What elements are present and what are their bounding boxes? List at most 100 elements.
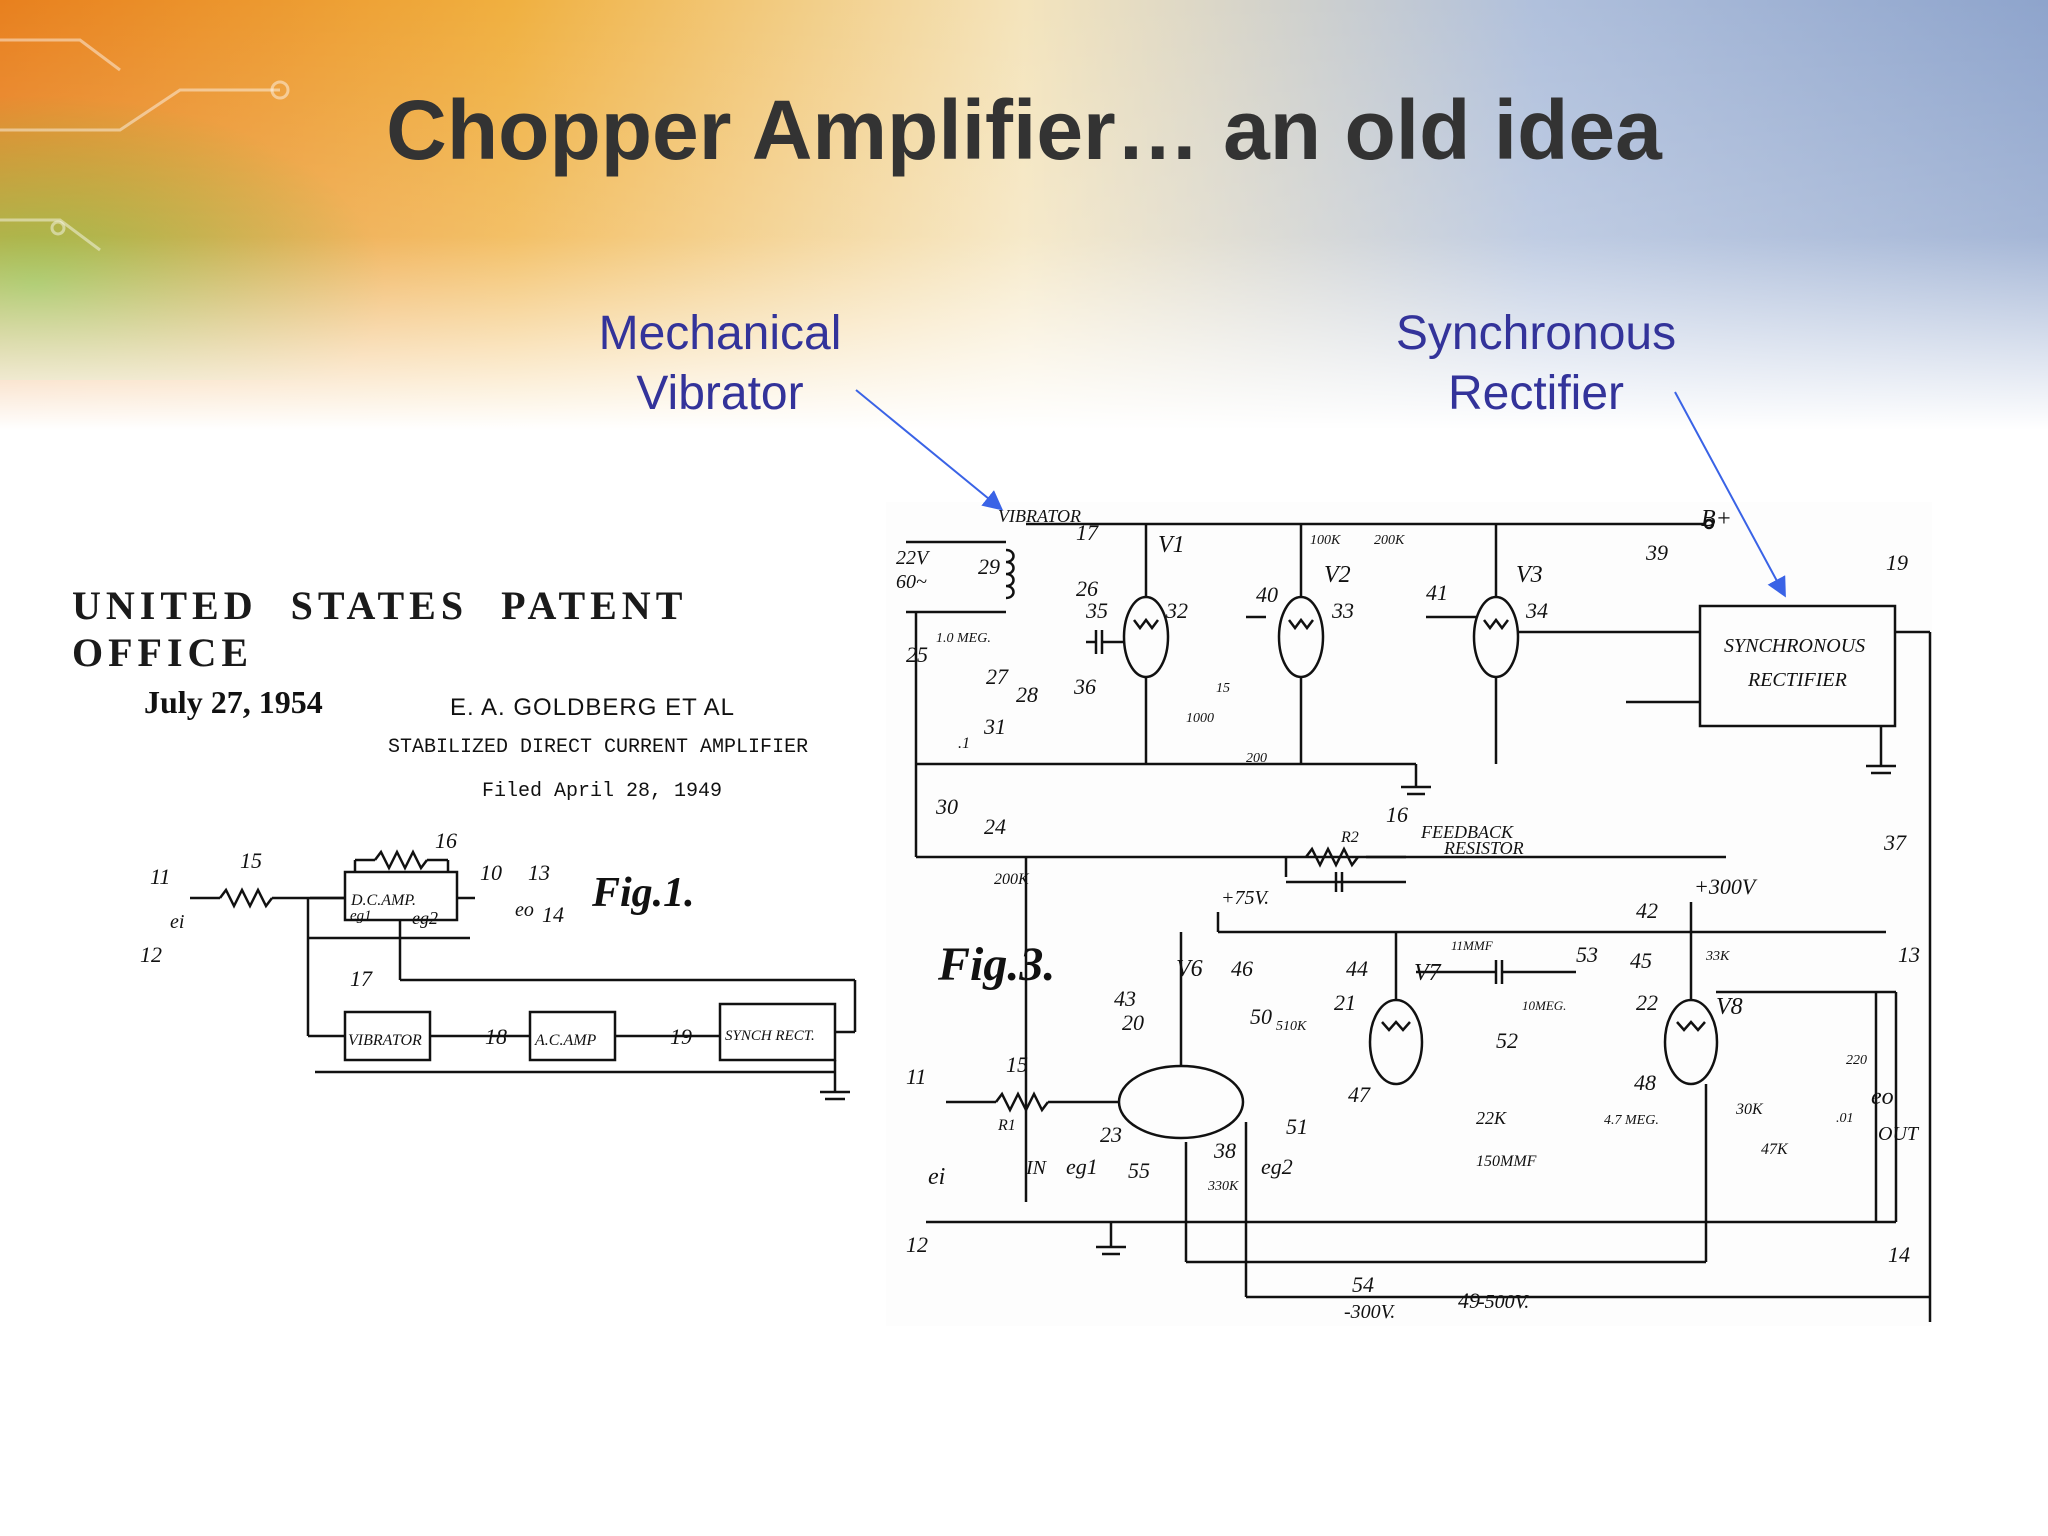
svg-text:SYNCH RECT.: SYNCH RECT. — [725, 1028, 815, 1044]
svg-text:35: 35 — [1085, 598, 1108, 623]
svg-text:45: 45 — [1630, 948, 1652, 973]
svg-text:330K: 330K — [1207, 1179, 1239, 1194]
svg-text:21: 21 — [1334, 990, 1356, 1015]
svg-text:49: 49 — [1458, 1288, 1480, 1313]
svg-text:510K: 510K — [1276, 1019, 1307, 1034]
svg-text:20: 20 — [1122, 1010, 1144, 1035]
slide-title: Chopper Amplifier… an old idea — [386, 83, 1662, 177]
svg-text:OUT: OUT — [1878, 1123, 1920, 1145]
svg-text:Fig.1.: Fig.1. — [591, 870, 695, 916]
patent-office-header: UNITED STATES PATENT OFFICE — [72, 578, 852, 675]
svg-text:40: 40 — [1256, 582, 1278, 607]
svg-text:R1: R1 — [997, 1117, 1016, 1134]
svg-text:36: 36 — [1073, 674, 1096, 699]
svg-text:eo: eo — [515, 899, 534, 921]
svg-text:15: 15 — [1006, 1052, 1028, 1077]
svg-text:31: 31 — [983, 714, 1006, 739]
svg-text:V3: V3 — [1516, 562, 1543, 588]
svg-text:13: 13 — [528, 860, 550, 885]
svg-text:eg2: eg2 — [412, 908, 438, 928]
svg-text:VIBRATOR: VIBRATOR — [348, 1032, 422, 1049]
svg-text:16: 16 — [435, 828, 457, 853]
svg-text:30: 30 — [935, 794, 958, 819]
svg-text:14: 14 — [542, 902, 564, 927]
svg-text:30K: 30K — [1735, 1101, 1764, 1118]
svg-text:18: 18 — [485, 1024, 507, 1049]
callout-synchronous-rectifier: Synchronous Rectifier — [1366, 304, 1706, 424]
svg-text:Fig.3.: Fig.3. — [937, 938, 1055, 991]
callout-line: Rectifier — [1447, 367, 1625, 420]
svg-text:13: 13 — [1898, 942, 1920, 967]
callout-line: Vibrator — [636, 367, 804, 420]
svg-text:1000: 1000 — [1186, 711, 1214, 726]
svg-text:V1: V1 — [1158, 532, 1185, 558]
patent-office-text: UNITED STATES PATENT OFFICE — [72, 583, 687, 675]
svg-text:eg2: eg2 — [1261, 1154, 1293, 1179]
patent-filed-date: Filed April 28, 1949 — [482, 780, 723, 803]
svg-text:38: 38 — [1213, 1138, 1236, 1163]
svg-text:11MMF: 11MMF — [1451, 938, 1494, 953]
svg-text:16: 16 — [1386, 802, 1408, 827]
svg-text:RECTIFIER: RECTIFIER — [1747, 669, 1847, 691]
svg-text:42: 42 — [1636, 898, 1658, 923]
svg-text:R2: R2 — [1340, 829, 1359, 846]
svg-text:17: 17 — [1076, 520, 1099, 545]
fig3-diagram: VIBRATOR 22V 60~ B+ SYNCHRONOUS RECTIFIE… — [896, 506, 1932, 1323]
svg-text:220: 220 — [1846, 1053, 1867, 1068]
svg-text:eo: eo — [1871, 1084, 1894, 1110]
svg-text:SYNCHRONOUS: SYNCHRONOUS — [1724, 635, 1865, 657]
svg-text:55: 55 — [1128, 1158, 1150, 1183]
callout-line: Mechanical — [598, 307, 842, 360]
svg-text:.01: .01 — [1836, 1111, 1854, 1126]
patent-date: July 27, 1954 — [144, 684, 323, 720]
svg-text:-300V.: -300V. — [1344, 1301, 1396, 1323]
svg-text:V7: V7 — [1414, 960, 1442, 986]
svg-text:200K: 200K — [994, 871, 1030, 888]
svg-text:.1: .1 — [958, 735, 970, 752]
svg-text:eg1: eg1 — [350, 908, 372, 924]
patent-fig1-document: July 27, 1954 E. A. GOLDBERG ET AL STABI… — [130, 672, 875, 1117]
svg-text:28: 28 — [1016, 682, 1038, 707]
svg-text:B+: B+ — [1701, 506, 1732, 532]
svg-text:V2: V2 — [1324, 562, 1351, 588]
svg-text:24: 24 — [984, 814, 1006, 839]
svg-text:+75V.: +75V. — [1221, 887, 1269, 909]
svg-text:29: 29 — [978, 554, 1000, 579]
svg-text:53: 53 — [1576, 942, 1598, 967]
svg-text:12: 12 — [906, 1232, 928, 1257]
patent-fig3-schematic: VIBRATOR 22V 60~ B+ SYNCHRONOUS RECTIFIE… — [886, 502, 1932, 1326]
fig1-diagram: D.C.AMP. VIBRATOR A.C.AMP SYNCH RECT. Fi… — [140, 828, 857, 1101]
svg-text:22V: 22V — [896, 547, 931, 569]
svg-text:33K: 33K — [1705, 949, 1730, 964]
svg-text:48: 48 — [1634, 1070, 1656, 1095]
svg-text:VIBRATOR: VIBRATOR — [998, 506, 1081, 526]
svg-text:ei: ei — [170, 911, 184, 933]
svg-text:14: 14 — [1888, 1242, 1910, 1267]
svg-text:33: 33 — [1331, 598, 1354, 623]
svg-text:FEEDBACK: FEEDBACK — [1420, 822, 1514, 842]
svg-text:V8: V8 — [1716, 994, 1743, 1020]
svg-text:A.C.AMP: A.C.AMP — [534, 1032, 597, 1049]
svg-text:ei: ei — [928, 1164, 945, 1190]
svg-text:44: 44 — [1346, 956, 1368, 981]
svg-text:22K: 22K — [1476, 1108, 1507, 1128]
patent-author: E. A. GOLDBERG ET AL — [450, 694, 735, 721]
svg-text:11: 11 — [150, 864, 170, 889]
svg-text:10MEG.: 10MEG. — [1522, 998, 1566, 1013]
svg-text:200K: 200K — [1374, 533, 1405, 548]
svg-text:60~: 60~ — [896, 571, 927, 593]
svg-text:46: 46 — [1231, 956, 1253, 981]
svg-text:34: 34 — [1525, 598, 1548, 623]
svg-text:50: 50 — [1250, 1004, 1272, 1029]
svg-text:47: 47 — [1348, 1082, 1371, 1107]
svg-text:25: 25 — [906, 642, 928, 667]
svg-text:19: 19 — [670, 1024, 692, 1049]
svg-text:RESISTOR: RESISTOR — [1443, 838, 1524, 858]
svg-text:-500V.: -500V. — [1478, 1291, 1530, 1313]
fig1-labels: D.C.AMP. VIBRATOR A.C.AMP SYNCH RECT. Fi… — [140, 828, 815, 1049]
svg-text:43: 43 — [1114, 986, 1136, 1011]
svg-text:4.7 MEG.: 4.7 MEG. — [1604, 1113, 1659, 1128]
svg-text:37: 37 — [1883, 830, 1907, 855]
svg-text:V6: V6 — [1176, 956, 1203, 982]
